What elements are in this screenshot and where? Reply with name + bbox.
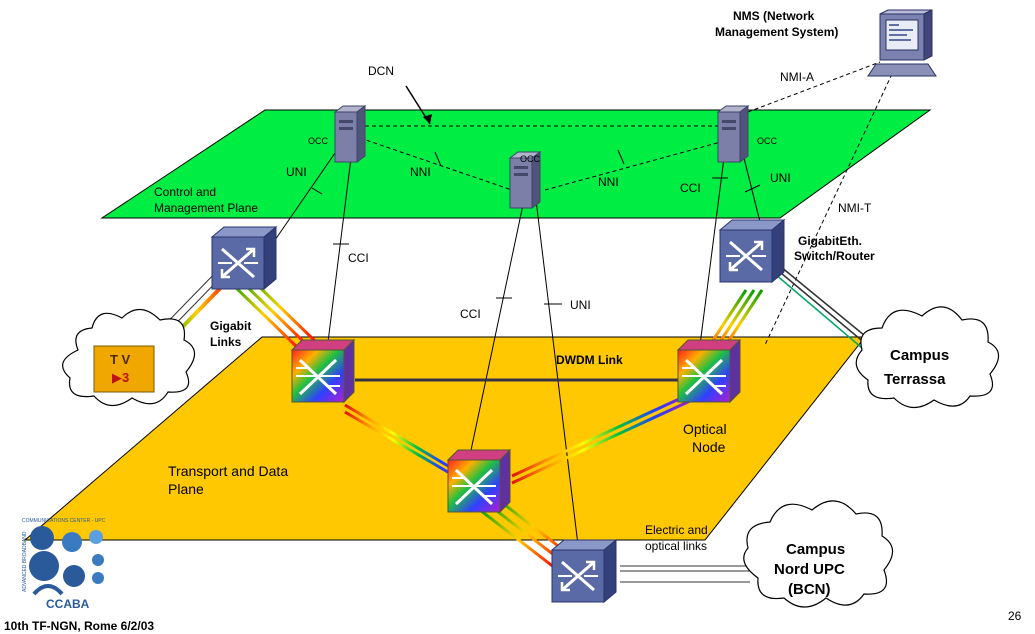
footer-text: 10th TF-NGN, Rome 6/2/03 [4,619,154,633]
transport-plane-label-line1: Transport and Data [168,463,288,479]
ccaba-logo-arc-text: COMMUNICATIONS CENTER - UPC [22,518,106,524]
dwdm-links [344,372,691,485]
control-plane-label-line1: Control and [154,185,216,199]
dwdm-link-label: DWDM Link [556,353,623,367]
nmi-links [747,61,893,346]
tv3-logo-icon [93,345,155,393]
uni-left-label: UNI [286,165,307,179]
cci-center-label: CCI [460,307,481,321]
tv3-logo-text-line1: T V [110,352,131,367]
nni-left-label: NNI [410,165,431,179]
campus-nord-links [620,565,750,583]
campus-nord-cloud [743,500,894,608]
transport-data-plane [23,336,867,541]
tv3-cloud [62,308,196,407]
dcn-links [359,125,729,191]
gigabit-switch-label-line2: Switch/Router [794,249,875,263]
transport-plane-label-line2: Plane [168,481,204,497]
nms-computer-icon[interactable] [867,9,937,77]
optical-node-bottom[interactable] [446,448,512,514]
terrassa-links [774,261,871,349]
dcn-arrow-head [423,114,432,124]
gigabit-links-label-line1: Gigabit [210,319,251,333]
control-plane-label-line2: Management Plane [154,201,258,215]
gigabit-links-label-line2: Links [210,335,242,349]
optical-node-left[interactable] [290,338,356,404]
tv3-logo-text-line2: ▶3 [112,370,129,385]
campus-nord-label-line2: Nord UPC [774,561,845,578]
switch-bottom[interactable] [550,538,618,604]
campus-terrassa-label-line2: Terrassa [884,371,946,388]
campus-terrassa-label-line1: Campus [890,347,949,364]
campus-nord-label-line1: Campus [786,541,845,558]
ccaba-logo [29,526,104,596]
interface-lines [274,139,761,546]
switch-left[interactable] [210,225,278,291]
campus-nord-label-line3: (BCN) [788,581,831,598]
optical-node-label-line2: Node [692,439,726,455]
optical-node-right[interactable] [676,338,742,404]
labels: NMS (Network Management System) DCN NMI-… [4,9,1022,633]
cci-left-label: CCI [348,251,369,265]
ccaba-logo-text: CCABA [46,597,90,611]
occ-right-label: OCC [757,136,778,146]
cci-right-top-label: CCI [680,181,701,195]
switch-gigabit-right[interactable] [718,218,786,284]
dcn-label: DCN [368,64,394,78]
nms-label-line2: Management System) [715,25,838,39]
occ-server-right[interactable] [717,105,749,163]
page-number: 26 [1008,609,1022,623]
nni-right-label: NNI [598,175,619,189]
optical-node-label-line1: Optical [683,421,727,437]
uni-center-label: UNI [570,298,591,312]
occ-server-left[interactable] [334,105,366,163]
uni-right-label: UNI [770,171,791,185]
campus-terrassa-cloud [855,306,1000,409]
electric-links-label-line1: Electric and [645,523,708,537]
occ-center-label: OCC [520,154,541,164]
nmi-t-label: NMI-T [838,201,872,215]
interface-ticks [311,149,761,305]
gigabit-switch-label-line1: GigabitEth. [798,234,862,248]
nmi-a-label: NMI-A [780,70,814,84]
nms-label-line1: NMS (Network [733,9,815,23]
occ-left-label: OCC [308,136,329,146]
ccaba-logo-side-text: ADVANCED BROADBAND [22,531,28,592]
electric-links-label-line2: optical links [645,539,707,553]
